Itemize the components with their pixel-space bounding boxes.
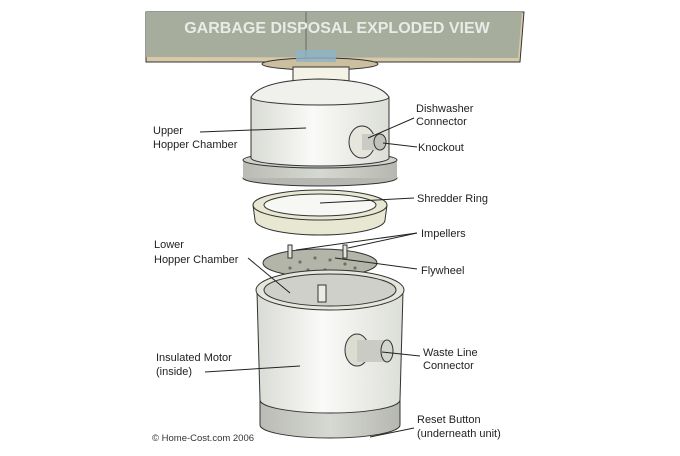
- label-upper-hopper-line1: Upper: [153, 125, 183, 137]
- label-flywheel: Flywheel: [421, 265, 464, 277]
- sink-counter: [145, 11, 525, 71]
- label-shredder-ring: Shredder Ring: [417, 193, 488, 205]
- label-lower-hopper-line2: Hopper Chamber: [154, 254, 239, 266]
- shredder-ring: [252, 189, 388, 236]
- label-impellers: Impellers: [421, 228, 466, 240]
- diagram-title: GARBAGE DISPOSAL EXPLODED VIEW: [184, 20, 490, 37]
- label-reset-line1: Reset Button: [417, 414, 481, 426]
- label-motor-line1: Insulated Motor: [156, 352, 232, 364]
- label-waste-line-line1: Waste Line: [423, 347, 478, 359]
- label-knockout: Knockout: [418, 142, 464, 154]
- label-dishwasher-line2: Connector: [416, 116, 467, 128]
- upper-hopper-chamber: [242, 66, 398, 187]
- lower-hopper-and-motor: [255, 269, 405, 439]
- flywheel: [262, 244, 378, 278]
- label-motor-line2: (inside): [156, 366, 192, 378]
- label-reset-line2: (underneath unit): [417, 428, 501, 440]
- leader-lines: [199, 117, 421, 438]
- label-waste-line-line2: Connector: [423, 360, 474, 372]
- label-upper-hopper-line2: Hopper Chamber: [153, 139, 238, 151]
- label-lower-hopper-line1: Lower: [154, 239, 184, 251]
- label-dishwasher-line1: Dishwasher: [416, 103, 474, 115]
- copyright: © Home-Cost.com 2006: [152, 433, 254, 444]
